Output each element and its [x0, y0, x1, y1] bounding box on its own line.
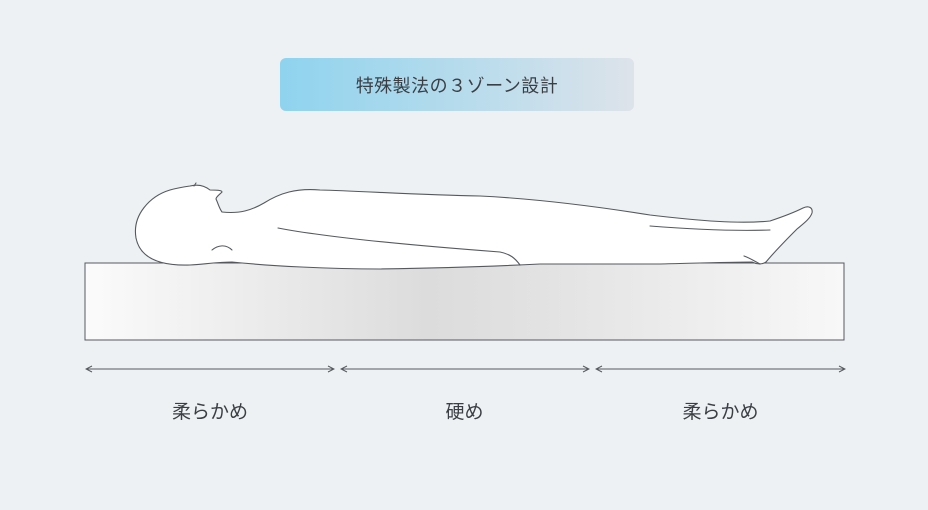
zone-label-soft-left: 柔らかめ	[86, 396, 334, 424]
zone-label-soft-right: 柔らかめ	[596, 396, 845, 424]
diagram-title: 特殊製法の３ゾーン設計	[355, 75, 559, 97]
zone-label-text: 柔らかめ	[171, 400, 248, 423]
zone-label-hard: 硬め	[340, 396, 589, 424]
zone-label-text: 柔らかめ	[682, 400, 759, 423]
mattress	[84, 262, 845, 341]
zone-label-text: 硬め	[445, 400, 484, 423]
human-silhouette	[134, 182, 813, 270]
title-badge: 特殊製法の３ゾーン設計	[280, 58, 634, 111]
